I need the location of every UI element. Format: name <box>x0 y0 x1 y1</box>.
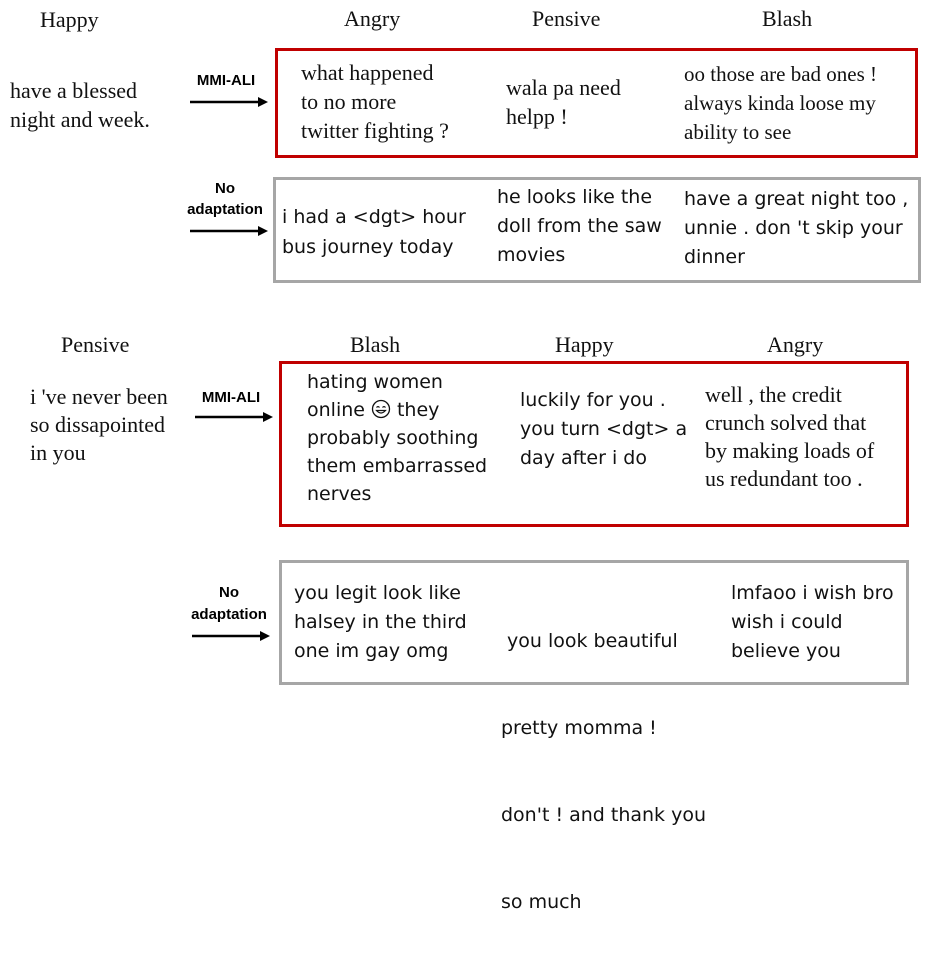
response-line: wala pa need <box>506 75 621 100</box>
response-line: doll from the saw <box>497 215 662 237</box>
emotion-header-col1: Angry <box>344 6 401 31</box>
response-line: crunch solved that <box>705 410 867 435</box>
response-line: ability to see <box>684 120 792 144</box>
emotion-header-col3: Blash <box>762 6 813 31</box>
no-adaptation-response-1: you legit look like halsey in the third … <box>294 579 467 666</box>
no-adaptation-response-3: lmfaoo i wish bro wish i could believe y… <box>731 579 894 666</box>
input-line: night and week. <box>10 107 150 132</box>
response-line: one im gay omg <box>294 640 449 662</box>
label-line: adaptation <box>191 606 267 623</box>
response-line: you turn <dgt> a <box>520 418 688 440</box>
input-line: have a blessed <box>10 78 138 103</box>
emotion-header-col3: Angry <box>767 332 824 357</box>
response-line: probably soothing <box>307 427 479 449</box>
response-line: helpp ! <box>506 104 568 129</box>
no-adaptation-response-1: i had a <dgt> hour bus journey today <box>282 202 466 262</box>
emotion-header-col1: Blash <box>350 332 401 357</box>
mmi-response-3: oo those are bad ones ! always kinda loo… <box>684 60 877 147</box>
no-adaptation-responses-box <box>279 560 909 685</box>
smiling-face-icon <box>371 399 391 419</box>
response-line: online they <box>307 396 487 424</box>
no-adaptation-response-2: he looks like the doll from the saw movi… <box>497 183 662 270</box>
emotion-header-col2: Happy <box>555 332 614 357</box>
response-line: lmfaoo i wish bro <box>731 582 894 604</box>
mmi-response-2: luckily for you . you turn <dgt> a day a… <box>520 386 687 473</box>
label-line: No <box>215 180 235 197</box>
response-line: always kinda loose my <box>684 91 876 115</box>
right-arrow-icon <box>192 631 270 641</box>
mmi-response-1: what happened to no more twitter fightin… <box>301 58 449 145</box>
response-line: twitter fighting ? <box>301 118 449 143</box>
response-line: unnie . don 't skip your <box>684 217 903 239</box>
response-line: well , the credit <box>705 382 842 407</box>
response-line: pretty momma ! <box>501 717 657 739</box>
response-line: you legit look like <box>294 582 461 604</box>
right-arrow-icon <box>190 97 268 107</box>
right-arrow-icon <box>195 412 273 422</box>
mmi-responses-box <box>279 361 909 527</box>
source-emotion-label: Happy <box>40 7 99 32</box>
response-line: don't ! and thank you <box>501 804 707 826</box>
method-label-mmi: MMI-ALI <box>196 72 256 89</box>
response-line: have a great night too , <box>684 188 909 210</box>
response-line: wish i could <box>731 611 843 633</box>
response-line: to no more <box>301 89 397 114</box>
response-line: nerves <box>307 483 372 505</box>
response-line: believe you <box>731 640 841 662</box>
response-text: they <box>396 399 440 421</box>
no-adaptation-response-2: you look beautiful pretty momma ! don't … <box>501 569 706 975</box>
response-line: day after i do <box>520 447 647 469</box>
response-line: he looks like the <box>497 186 653 208</box>
method-label-no-adaptation: No adaptation <box>184 582 274 626</box>
input-line: in you <box>30 440 86 465</box>
response-line: luckily for you . <box>520 389 666 411</box>
response-line: what happened <box>301 60 434 85</box>
response-line: movies <box>497 244 566 266</box>
response-line: us redundant too . <box>705 466 863 491</box>
response-line: oo those are bad ones ! <box>684 62 878 86</box>
response-line: hating women <box>307 371 443 393</box>
response-line: dinner <box>684 246 745 268</box>
right-arrow-icon <box>190 226 268 236</box>
mmi-response-2: wala pa need helpp ! <box>506 73 621 131</box>
input-sentence: i 've never been so dissapointed in you <box>30 383 168 467</box>
method-label-no-adaptation: No adaptation <box>180 178 270 220</box>
response-line: so much <box>501 891 582 913</box>
input-line: i 've never been <box>30 384 168 409</box>
source-emotion-label: Pensive <box>61 332 130 357</box>
mmi-response-3: well , the credit crunch solved that by … <box>705 381 874 493</box>
method-label-mmi: MMI-ALI <box>201 389 261 406</box>
emotion-header-col2: Pensive <box>532 6 601 31</box>
response-line: halsey in the third <box>294 611 467 633</box>
label-line: adaptation <box>187 201 263 218</box>
response-line: i had a <dgt> hour <box>282 206 466 228</box>
no-adaptation-responses-box <box>273 177 921 283</box>
input-sentence: have a blessed night and week. <box>10 76 150 134</box>
response-line: bus journey today <box>282 236 454 258</box>
mmi-response-1: hating women online they probably soothin… <box>307 368 487 508</box>
input-line: so dissapointed <box>30 412 166 437</box>
response-text: online <box>307 399 365 421</box>
no-adaptation-response-3: have a great night too , unnie . don 't … <box>684 185 908 272</box>
label-line: No <box>219 584 239 601</box>
response-line: them embarrassed <box>307 455 488 477</box>
response-line: you look beautiful <box>501 630 678 652</box>
response-line: by making loads of <box>705 438 875 463</box>
mmi-responses-box <box>275 48 918 158</box>
